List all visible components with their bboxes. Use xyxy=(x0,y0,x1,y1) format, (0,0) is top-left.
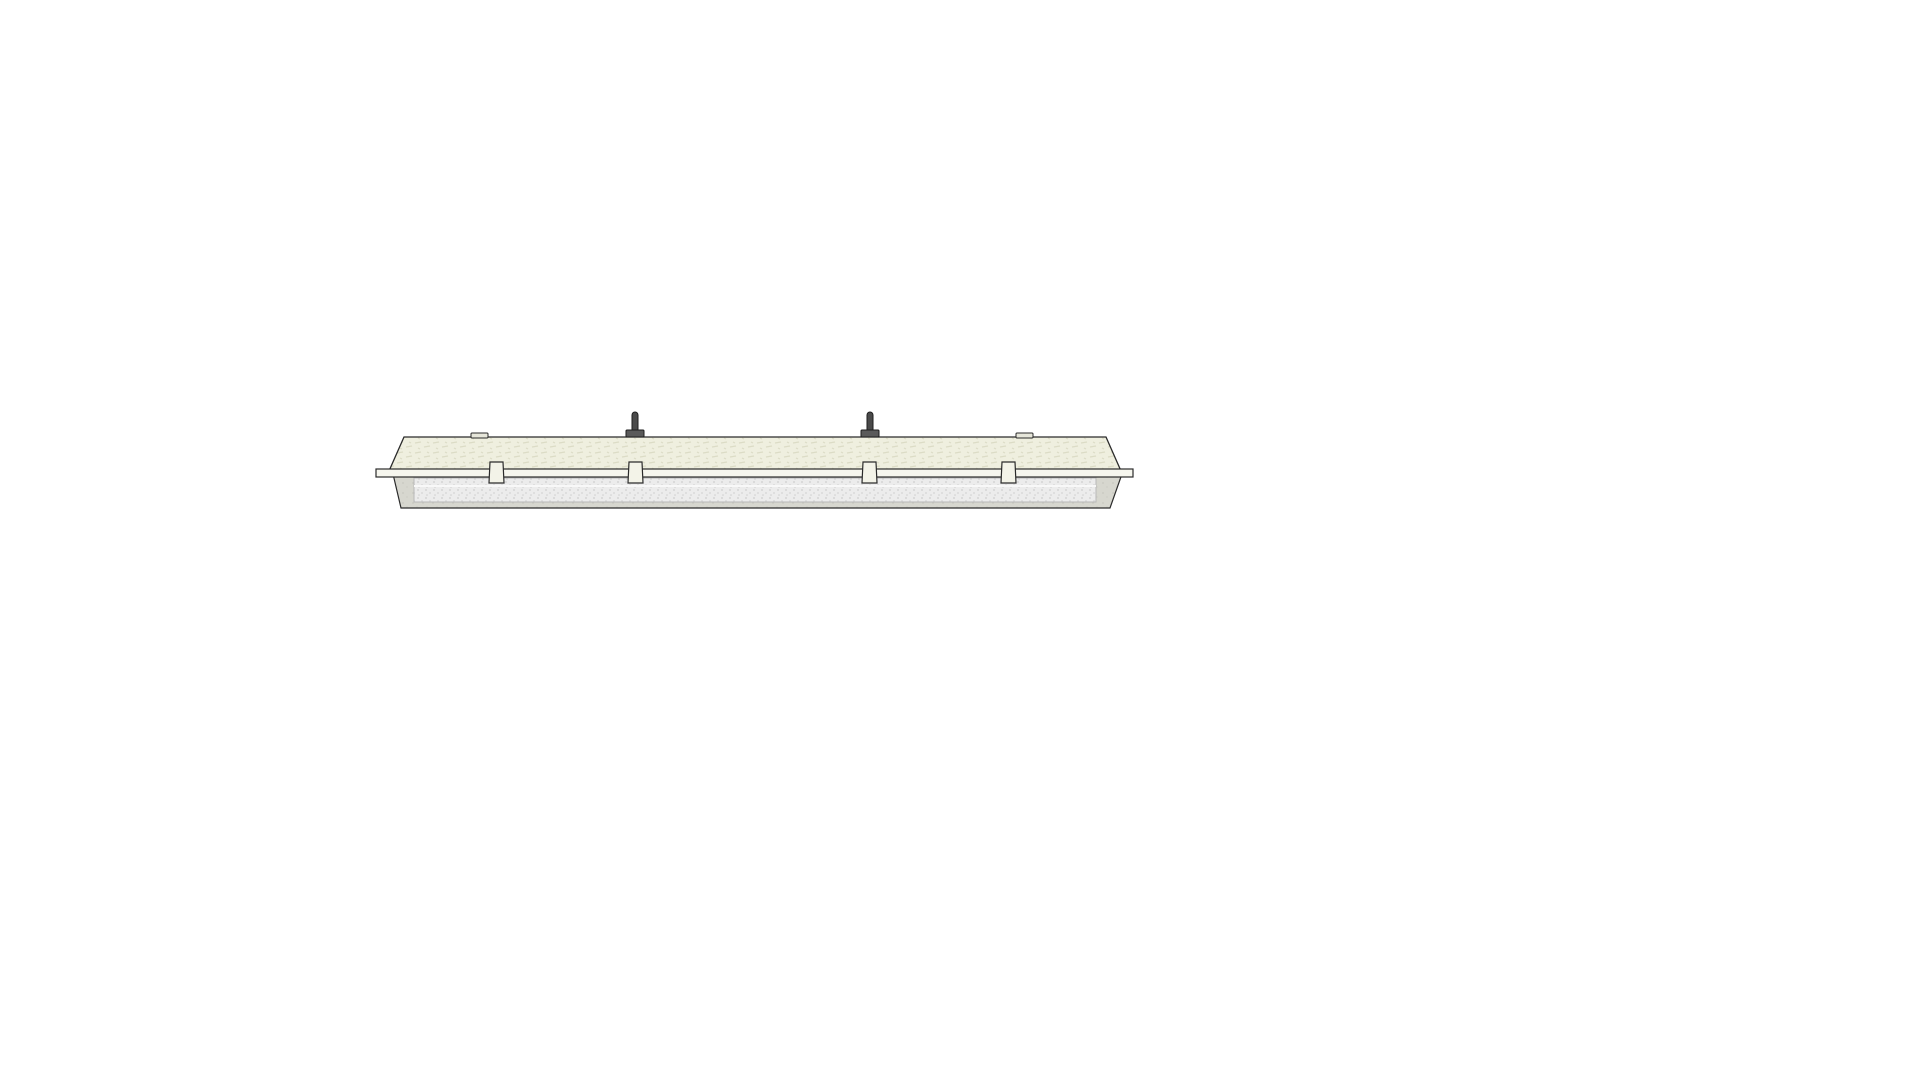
mounting-bolt-left xyxy=(625,411,645,438)
latch-clip-1 xyxy=(488,461,505,484)
top-screw-left xyxy=(470,432,489,439)
latch-clip-3 xyxy=(861,461,878,484)
mounting-bolt-right xyxy=(860,411,880,438)
top-screw-right xyxy=(1015,432,1034,439)
latch-clip-2 xyxy=(627,461,644,484)
diffuser-lens xyxy=(413,477,1097,503)
latch-clip-4 xyxy=(1000,461,1017,484)
light-fixture xyxy=(375,411,1134,509)
mounting-flange xyxy=(375,468,1134,478)
